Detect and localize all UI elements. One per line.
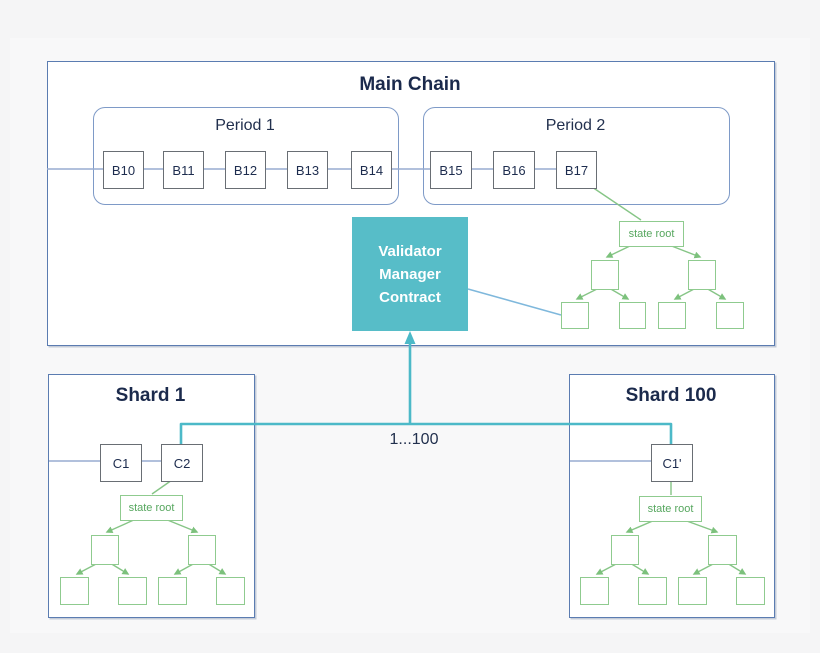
- period-2-label: Period 2: [545, 117, 606, 134]
- merkle-leaf-node: [216, 577, 245, 605]
- shard-100-title: Shard 100: [625, 385, 717, 406]
- merkle-leaf-node: [580, 577, 609, 605]
- merkle-branch-node: [188, 535, 216, 565]
- merkle-leaf-node: [736, 577, 765, 605]
- vmc-to-tree-line: [467, 288, 562, 316]
- validator-manager-contract-box: Validator Manager Contract: [352, 217, 468, 331]
- block-c1: C1: [100, 444, 142, 482]
- shard-1-title: Shard 1: [115, 385, 186, 406]
- vmc-line-3: Contract: [379, 288, 441, 306]
- shard-1-state-root-box: state root: [120, 495, 183, 521]
- block-c1-prime: C1': [651, 444, 693, 482]
- merkle-leaf-node: [678, 577, 707, 605]
- teal-connector: [179, 331, 673, 444]
- main-chain-title: Main Chain: [359, 74, 461, 95]
- block-b17: B17: [556, 151, 597, 189]
- block-b14: B14: [351, 151, 392, 189]
- period-2-box: [423, 107, 730, 205]
- period-1-box: [93, 107, 399, 205]
- merkle-leaf-node: [118, 577, 147, 605]
- c2-to-state-root-line: [151, 479, 173, 495]
- merkle-leaf-node: [658, 302, 686, 329]
- main-state-root-box: state root: [619, 221, 684, 247]
- block-b12: B12: [225, 151, 266, 189]
- block-b11: B11: [163, 151, 204, 189]
- vmc-line-2: Manager: [379, 265, 441, 283]
- period-1-label: Period 1: [215, 117, 275, 134]
- block-b13: B13: [287, 151, 328, 189]
- merkle-leaf-node: [561, 302, 589, 329]
- merkle-leaf-node: [619, 302, 646, 329]
- merkle-leaf-node: [716, 302, 744, 329]
- block-c2: C2: [161, 444, 203, 482]
- merkle-branch-node: [708, 535, 737, 565]
- block-b10: B10: [103, 151, 144, 189]
- up-arrow-icon: [404, 331, 416, 344]
- shard-to-shard-line: [179, 422, 673, 444]
- merkle-leaf-node: [638, 577, 667, 605]
- merkle-leaf-node: [60, 577, 89, 605]
- merkle-branch-node: [688, 260, 716, 290]
- shard-range-label: 1...100: [389, 431, 439, 448]
- shard-100-state-root-box: state root: [639, 496, 702, 522]
- merkle-leaf-node: [158, 577, 187, 605]
- b17-to-state-root-line: [591, 186, 642, 221]
- merkle-branch-node: [91, 535, 119, 565]
- block-b15: B15: [430, 151, 472, 189]
- merkle-branch-node: [591, 260, 619, 290]
- vmc-line-1: Validator: [378, 242, 442, 260]
- block-b16: B16: [493, 151, 535, 189]
- merkle-branch-node: [611, 535, 639, 565]
